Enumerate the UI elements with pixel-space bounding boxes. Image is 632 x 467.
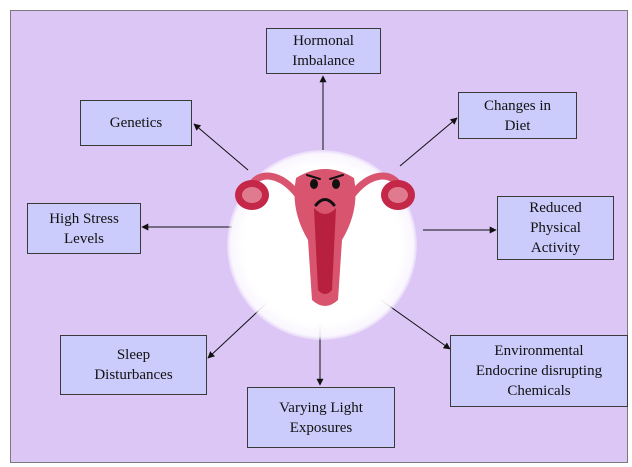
uterus-icon	[230, 150, 420, 320]
factor-changes-in-diet: Changes in Diet	[458, 92, 577, 139]
factor-sleep-disturbances: Sleep Disturbances	[60, 335, 207, 395]
factor-varying-light-exposures: Varying Light Exposures	[247, 387, 395, 448]
factor-high-stress-levels: High Stress Levels	[27, 203, 141, 254]
factor-reduced-physical-activity: Reduced Physical Activity	[497, 196, 614, 260]
factor-genetics: Genetics	[80, 100, 192, 146]
factor-environmental-endocrine-disrupting-chemicals: Environmental Endocrine disrupting Chemi…	[450, 335, 628, 407]
factor-hormonal-imbalance: Hormonal Imbalance	[266, 28, 381, 74]
